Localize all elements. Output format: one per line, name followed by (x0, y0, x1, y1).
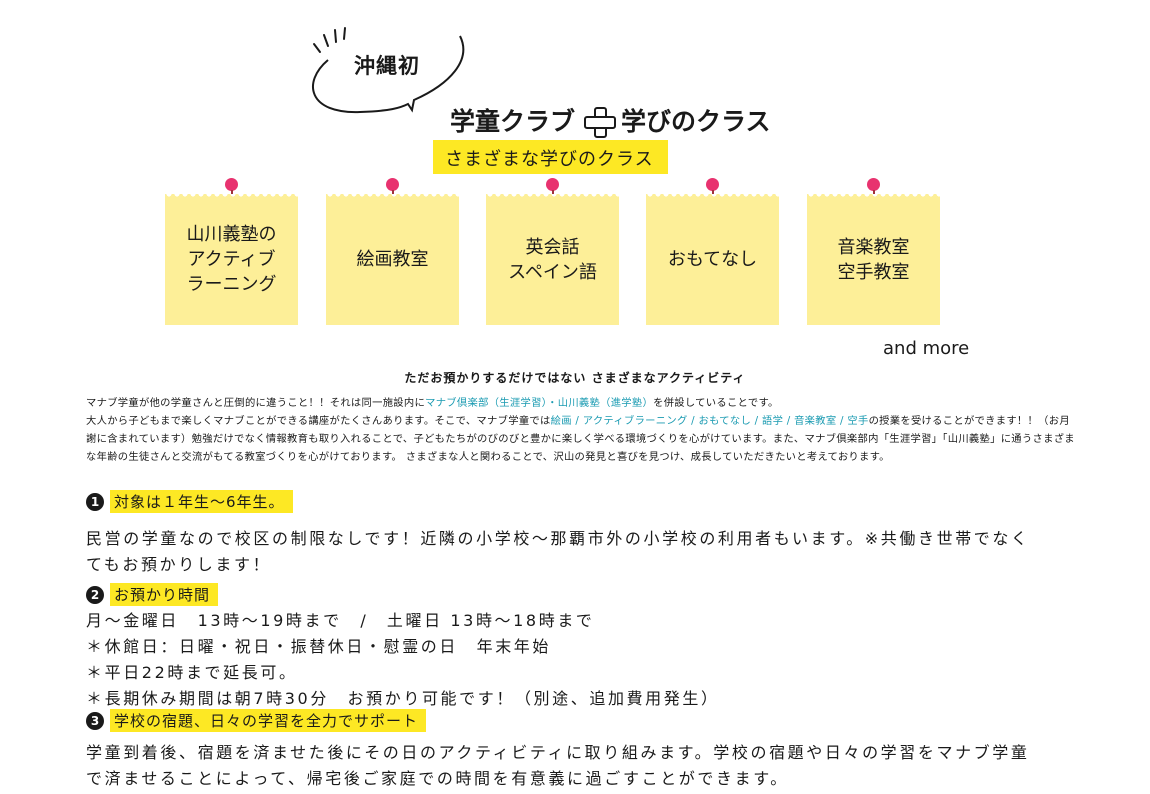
note-card-painting: 絵画教室 (326, 194, 459, 325)
section-2-heading: 2 お預かり時間 (86, 583, 219, 606)
section-1-line: 民営の学童なので校区の制限なしです！近隣の小学校～那覇市外の小学校の利用者もいま… (86, 529, 1030, 548)
section-label: 対象は１年生～6年生。 (110, 490, 293, 513)
title-left: 学童クラブ (450, 107, 576, 136)
note-line: 絵画教室 (356, 249, 429, 270)
intro-text: 大人から子どもまで楽しくマナブことができる講座がたくさんあります。そこで、マナブ… (86, 415, 551, 427)
intro-paragraph: マナブ学童が他の学童さんと圧倒的に違うこと！！それは同一施設内にマナブ倶楽部（生… (86, 394, 1078, 466)
section-2-line: ＊休館日：日曜・祝日・振替休日・慰霊の日 年末年始 (86, 637, 552, 656)
section-1-heading: 1 対象は１年生～6年生。 (86, 490, 293, 513)
note-line: おもてなし (667, 249, 758, 270)
pin-icon (386, 178, 399, 204)
section-label: 学校の宿題、日々の学習を全力でサポート (110, 709, 427, 732)
and-more-label: and more (883, 338, 970, 359)
note-card-omotenashi: おもてなし (646, 194, 779, 325)
section-1-line: てもお預かりします！ (86, 555, 272, 574)
intro-text: マナブ学童が他の学童さんと圧倒的に違うこと！！それは同一施設内に (86, 397, 426, 409)
bubble-label: 沖縄初 (354, 54, 420, 78)
plus-icon (583, 105, 617, 138)
note-card-music-karate: 音楽教室空手教室 (807, 194, 940, 325)
speech-bubble-icon (312, 27, 465, 114)
pin-icon (546, 178, 559, 204)
note-line: アクティブ (187, 249, 276, 270)
section-2-line: 月～金曜日 13時～19時まで / 土曜日 13時～18時まで (86, 611, 595, 630)
intro-highlight: 絵画 / アクティブラーニング / おもてなし / 語学 / 音楽教室 / 空手 (550, 415, 869, 427)
note-card-languages: 英会話スペイン語 (486, 194, 619, 325)
page-title: 学童クラブ 学びのクラス (450, 102, 771, 138)
section-3-line: 学童到着後、宿題を済ませた後にその日のアクティビティに取り組みます。学校の宿題や… (86, 743, 1030, 762)
note-line: 英会話 (525, 236, 580, 258)
intro-highlight: マナブ倶楽部（生涯学習）・山川義塾（進学塾） (425, 397, 654, 409)
note-line: 山川義塾の (186, 224, 277, 245)
pin-icon (225, 178, 238, 204)
subtitle-banner: さまざまな学びのクラス (433, 140, 668, 174)
intro-text: を併設していることです。 (653, 397, 779, 409)
intro-text: の授業を受けることができます！！（お月謝に含まれています）勉強だけでなく情報教育… (86, 415, 1075, 463)
note-card-active-learning: 山川義塾のアクティブラーニング (165, 194, 298, 325)
number-badge-icon: 3 (86, 711, 104, 730)
note-line: 空手教室 (837, 261, 910, 283)
number-badge-icon: 2 (86, 585, 104, 604)
section-3-line: で済ませることによって、帰宅後ご家庭での時間を有意義に過ごすことができます。 (86, 769, 789, 788)
section-2-line: ＊長期休み期間は朝7時30分 お預かり可能です！（別途、追加費用発生） (86, 689, 720, 708)
pin-icon (867, 178, 880, 204)
pin-icon (706, 178, 719, 204)
title-right: 学びのクラス (621, 107, 771, 136)
note-line: ラーニング (186, 274, 277, 295)
section-3-heading: 3 学校の宿題、日々の学習を全力でサポート (86, 709, 427, 732)
speech-bubble: 沖縄初 (300, 22, 480, 122)
section-2-line: ＊平日22時まで延長可。 (86, 663, 298, 682)
note-line: 音楽教室 (837, 236, 910, 258)
intro-heading: ただお預かりするだけではない さまざまなアクティビティ (404, 371, 746, 385)
number-badge-icon: 1 (86, 492, 104, 511)
note-line: スペイン語 (508, 261, 597, 283)
section-label: お預かり時間 (110, 583, 219, 606)
